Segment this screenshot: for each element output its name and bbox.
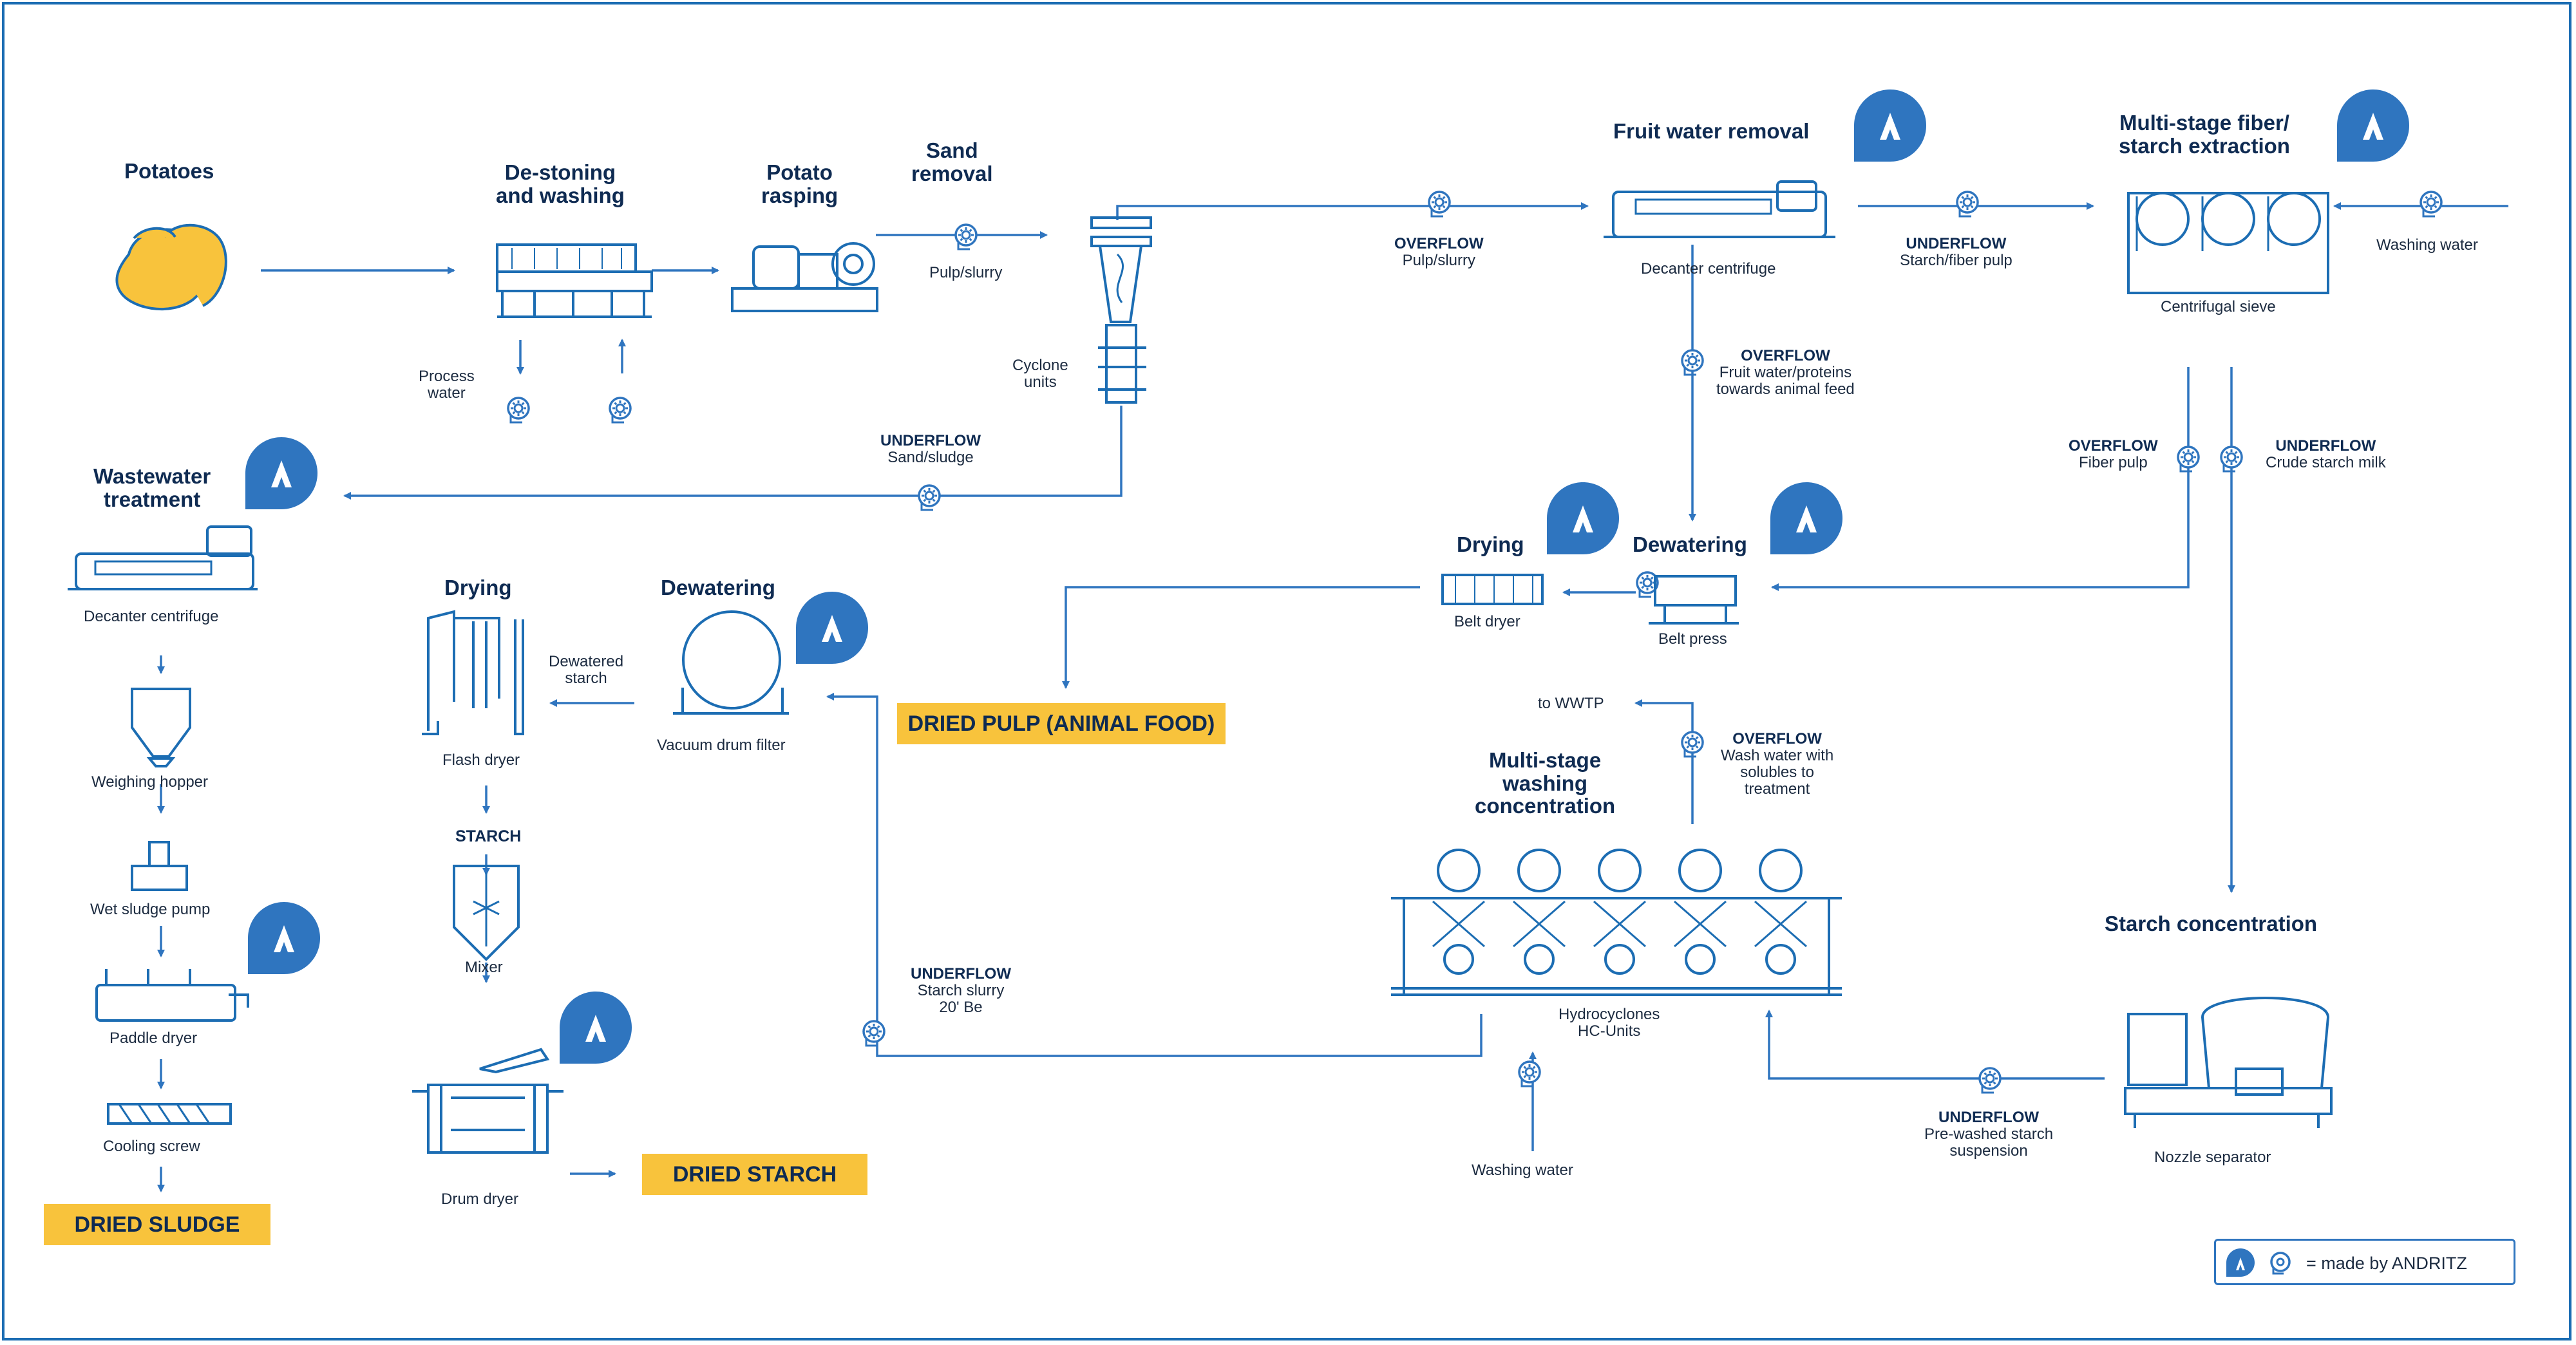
heading-wastewater-treatment: Wastewater treatment [93, 464, 211, 511]
caption-hydrocyclones: Hydrocyclones HC-Units [1558, 1006, 1660, 1040]
caption-decanter-fruit: Decanter centrifuge [1641, 260, 1776, 277]
caption-to-wwtp: to WWTP [1538, 695, 1604, 712]
caption-process-water: Process water [419, 368, 475, 402]
heading-starch-concentration: Starch concentration [2105, 912, 2318, 936]
caption-cooling-screw: Cooling screw [103, 1138, 200, 1155]
heading-fruit-water-removal: Fruit water removal [1613, 119, 1810, 143]
legend-text: = made by ANDRITZ [2306, 1254, 2467, 1273]
output-dried-pulp: DRIED PULP (ANIMAL FOOD) [897, 703, 1226, 744]
caption-weighing-hopper: Weighing hopper [91, 773, 209, 791]
heading-fiber-starch-extraction: Multi-stage fiber/ starch extraction [2119, 111, 2290, 158]
caption-pulp-slurry: Pulp/slurry [929, 264, 1003, 281]
caption-decanter-ww: Decanter centrifuge [84, 608, 219, 625]
label-starch: STARCH [455, 827, 522, 845]
caption-vacuum-drum-filter: Vacuum drum filter [657, 737, 786, 754]
caption-drum-dryer: Drum dryer [441, 1190, 519, 1208]
heading-potatoes: Potatoes [124, 159, 214, 183]
caption-paddle-dryer: Paddle dryer [109, 1030, 198, 1047]
caption-washing-water-bottom: Washing water [1472, 1162, 1573, 1179]
heading-multistage-washing: Multi-stage washing concentration [1475, 748, 1616, 818]
caption-belt-dryer: Belt dryer [1454, 613, 1520, 630]
heading-dewatering-right: Dewatering [1633, 532, 1747, 556]
caption-flash-dryer: Flash dryer [442, 751, 520, 769]
heading-drying-right: Drying [1457, 532, 1524, 556]
heading-destoning-washing: De-stoning and washing [496, 160, 625, 207]
caption-cyclone-units: Cyclone units [1012, 357, 1068, 391]
heading-drying-left: Drying [444, 576, 512, 599]
caption-mixer: Mixer [465, 959, 503, 976]
heading-potato-rasping: Potato rasping [761, 160, 838, 207]
caption-belt-press: Belt press [1658, 630, 1727, 648]
caption-dewatered-starch: Dewatered starch [549, 653, 624, 687]
output-dried-sludge: DRIED SLUDGE [44, 1204, 270, 1245]
caption-centrifugal-sieve: Centrifugal sieve [2161, 298, 2276, 315]
andritz-badge-icon [2226, 1248, 2291, 1277]
heading-sand-removal: Sand removal [911, 138, 993, 185]
output-dried-starch: DRIED STARCH [642, 1154, 867, 1195]
heading-dewatering-left: Dewatering [661, 576, 775, 599]
caption-wet-sludge-pump: Wet sludge pump [90, 901, 211, 918]
legend: = made by ANDRITZ [2214, 1239, 2515, 1285]
caption-nozzle-separator: Nozzle separator [2154, 1149, 2271, 1166]
caption-washing-water-top: Washing water [2376, 236, 2478, 254]
